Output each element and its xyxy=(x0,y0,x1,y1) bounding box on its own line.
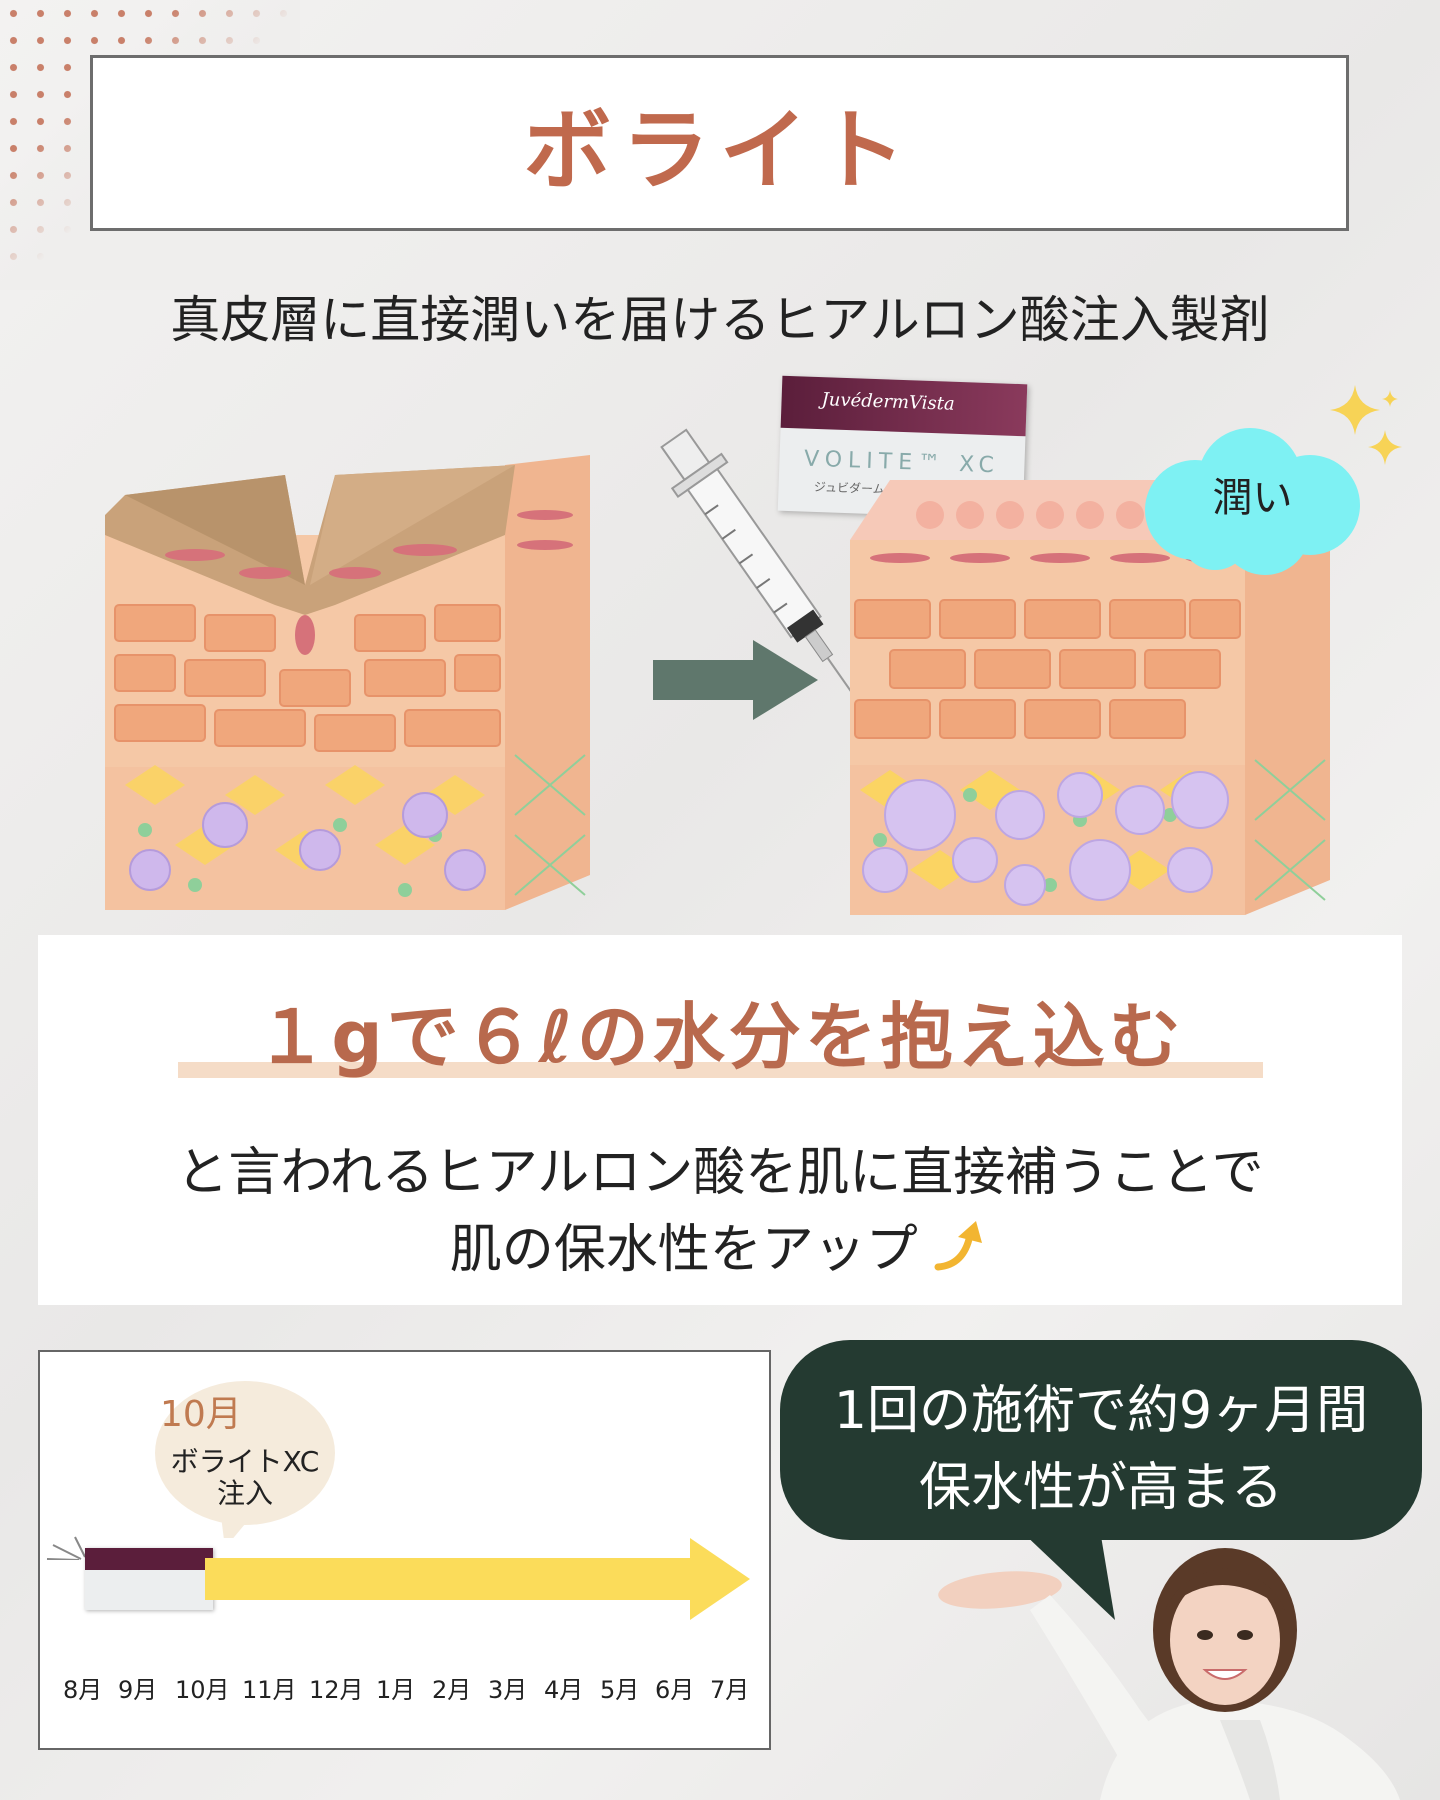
subtitle: 真皮層に直接潤いを届けるヒアルロン酸注入製剤 xyxy=(170,291,1270,349)
up-arrow-icon xyxy=(934,1221,983,1271)
arrow-right-icon xyxy=(653,640,818,720)
bubble-label: 潤い xyxy=(1212,475,1293,521)
timeline-months: 8月 9月 10月 11月 12月 1月 2月 3月 4月 5月 6月 7月 xyxy=(55,1670,755,1704)
month-label: 4月 xyxy=(544,1676,584,1704)
month-label: 8月 xyxy=(63,1676,103,1704)
callout-month: 10月 xyxy=(160,1394,242,1435)
speech-bubble xyxy=(780,1340,1422,1540)
month-label: 9月 xyxy=(118,1676,158,1704)
timeline-arrow xyxy=(205,1538,750,1620)
month-label: 2月 xyxy=(432,1676,472,1704)
skin-before-illustration xyxy=(105,455,590,910)
speech-bubble-tail xyxy=(1020,1530,1115,1620)
month-label: 3月 xyxy=(488,1676,528,1704)
headline-underline xyxy=(178,1062,1263,1078)
skin-after-illustration xyxy=(850,480,1330,915)
month-label: 7月 xyxy=(710,1676,750,1704)
title-box: ボライト xyxy=(90,55,1349,231)
emphasis-lines-icon xyxy=(46,1536,86,1560)
headline: １gで６ℓの水分を抱え込む xyxy=(255,995,1185,1079)
callout-line-2: 注入 xyxy=(216,1477,273,1510)
description-line-2-text: 肌の保水性をアップ xyxy=(449,1220,918,1280)
syringe-icon xyxy=(660,428,885,739)
description-line-2: 肌の保水性をアップ xyxy=(0,1207,1440,1282)
description-line-1: と言われるヒアルロン酸を肌に直接補うことで xyxy=(176,1143,1264,1203)
month-label: 1月 xyxy=(376,1676,416,1704)
page-title: ボライト xyxy=(523,98,916,202)
product-brand: JuvédermVista xyxy=(780,375,1028,437)
callout-line-1: ボライトXC xyxy=(170,1445,320,1478)
info-box xyxy=(38,935,1402,1305)
sparkle-icon xyxy=(1330,385,1402,465)
speech-line-1: 1回の施術で約9ヶ月間 xyxy=(833,1381,1369,1441)
timeline-product-box xyxy=(85,1548,213,1610)
month-label: 12月 xyxy=(309,1676,364,1704)
timeline-callout xyxy=(155,1381,335,1538)
speech-line-2: 保水性が高まる xyxy=(918,1458,1283,1518)
month-label: 10月 xyxy=(175,1676,230,1704)
cloud-bubble xyxy=(1145,428,1360,575)
month-label: 6月 xyxy=(655,1676,695,1704)
doctor-portrait xyxy=(938,1548,1400,1800)
month-label: 11月 xyxy=(242,1676,297,1704)
month-label: 5月 xyxy=(600,1676,640,1704)
